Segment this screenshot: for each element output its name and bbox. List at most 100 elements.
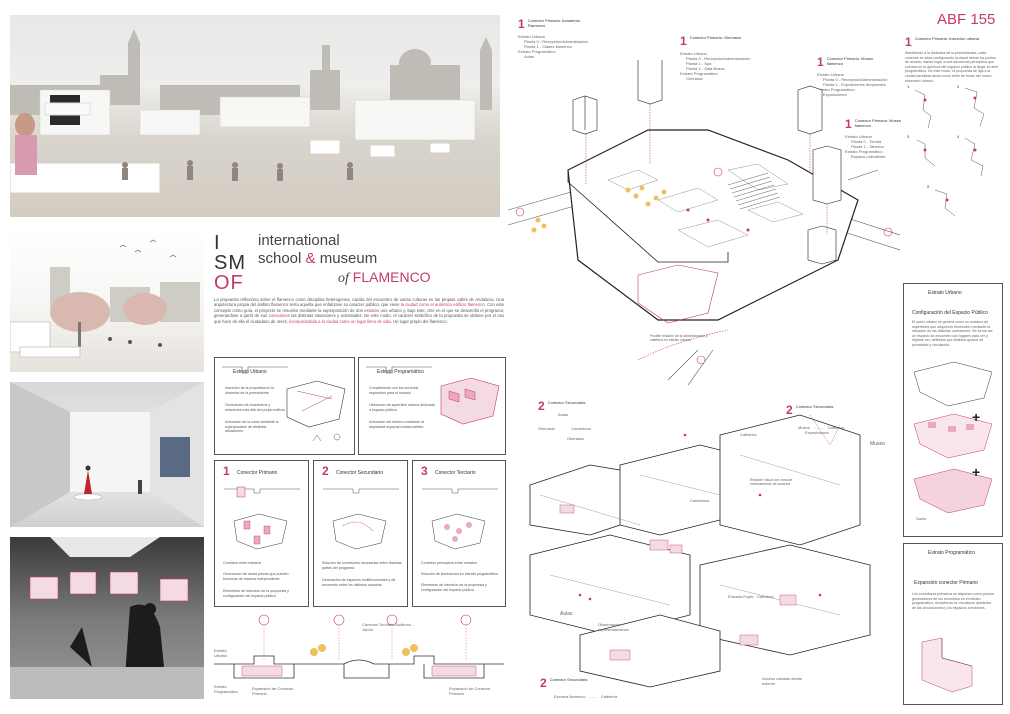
top-conector-1-num: 1: [518, 17, 525, 31]
estrato-programatico-box: Estrato Programático Cumplimiento con lo…: [358, 357, 506, 455]
insercion-text: Atendiendo a la dinámica de la preexiste…: [905, 51, 998, 83]
top-conector-3-title: 1 Conector Primario: Museo flamenco: [817, 56, 897, 68]
render-tree-plaza: [10, 227, 204, 372]
svg-text:3: 3: [907, 134, 910, 139]
intro-p2d: Un lugar propio del flamenco.: [393, 318, 448, 324]
right-panel-urbano-title: Estrato Urbano: [928, 290, 962, 296]
logo-line-2: SM: [214, 252, 246, 274]
title-of: of: [338, 271, 349, 286]
insercion-num: 1: [905, 35, 912, 49]
right-panel-programatico-subtitle: Expansión conector Primario: [914, 580, 978, 586]
conector-secundario-title: Conector Secundario: [336, 470, 383, 476]
intro-p1-highlight: la ciudad como el auténtico edificio fla…: [400, 302, 486, 308]
estrato-urbano-item-3: Activación de la zona mediante la superp…: [225, 420, 279, 434]
tree-plaza-illustration: [10, 239, 200, 358]
plan-label-observacion: Observación representaciones: [598, 622, 629, 632]
right-panel-urbano-diagrams: [913, 361, 993, 514]
top-conector-4-title: 1 Conector Primario: Museo flamenco: [845, 118, 907, 130]
top-conector-4-num: 1: [845, 117, 852, 131]
conector-terciario-diagram: [422, 488, 498, 550]
conector-terciario-title: Conector Terciario: [435, 470, 476, 476]
conector-secundario-num: 2: [322, 464, 329, 478]
secundario-3-title: Conector Secundario:: [549, 677, 589, 682]
secundario-3-arrow: - - -: [590, 694, 597, 699]
top-conector-2-item-4: Planta 2 - Sala fitness: [686, 66, 725, 71]
intro-p2-highlight-2: conexiones: [268, 313, 290, 319]
title-museum: museum: [319, 250, 378, 267]
conector-secundario-item-2: Generación de espacios multifuncionales …: [322, 578, 396, 587]
top-conector-1-item-2: Planta 0 - Recepción/Administración: [524, 39, 589, 44]
section-label-programatico: Estrato Programático: [214, 684, 238, 694]
insercion-title-row: 1 Conector Primario: Inserción urbana: [905, 36, 1000, 48]
conector-primario-box: 1 Conector Primario Conexión entre estra…: [214, 460, 309, 607]
top-conector-2-title: 1 Conector Primario: Gimnasio: [680, 35, 760, 47]
estrato-programatico-item-2: Liberación de superficie urbana dedicada…: [369, 403, 435, 412]
secundario-2-a: Museo: [798, 425, 811, 430]
conector-primario-item-2: Generación de varias piezas que pueden f…: [223, 572, 289, 581]
render-exhibition-hall: [10, 537, 204, 699]
top-conector-2: 1 Conector Primario: Gimnasio Estrato Ur…: [680, 35, 760, 81]
top-conector-2-label: Conector Primario: Gimnasio: [689, 35, 742, 40]
plan-label-cafeteria: Cafetería: [740, 432, 757, 437]
intro-p2-highlight-3: incorporándola a la ciudad como un lugar…: [289, 318, 392, 324]
plan-label-museo: Museo: [870, 441, 886, 447]
exhibition-hall-illustration: [10, 537, 204, 699]
estrato-programatico-item-3: Activación del entorno mediante la dupli…: [369, 420, 424, 429]
secundario-3-title-row: 2 Conector Secundario:: [540, 677, 650, 689]
secundario-3: 2 Conector Secundario: Escuela flamenco …: [540, 677, 650, 703]
plus-sign-1: +: [972, 409, 981, 425]
secundario-2-b: Cafetería: [827, 425, 845, 430]
top-conector-2-item-1: Estrato Urbano: [680, 51, 707, 56]
secundario-1-title-row: 2 Conector Secundario:: [538, 400, 628, 412]
top-conector-3-item-2: Planta 0 - Recepción/Administración: [823, 77, 888, 82]
top-conector-1: 1 Conector Primario: Academia Flamenco E…: [518, 18, 598, 59]
estrato-urbano-title: Estrato Urbano: [233, 369, 267, 375]
conector-secundario-diagram: [323, 488, 399, 550]
title-flamenco: FLAMENCO: [352, 269, 431, 285]
plaza-illustration: [10, 29, 492, 194]
top-conector-1-item-3: Planta 1 - Clases flamenco: [524, 44, 572, 49]
top-conector-2-item-2: Planta 0 - Recepción/Administración: [686, 56, 751, 61]
secundario-1-c: Camerinos: [571, 426, 591, 431]
right-panel-urbano: Estrato Urbano Configuración del Espacio…: [903, 283, 1003, 537]
estrato-urbano-diagram: [222, 366, 346, 442]
plus-sign-2: +: [972, 464, 981, 480]
secundario-1-num: 2: [538, 399, 545, 413]
title-line-3: of FLAMENCO: [258, 268, 488, 288]
section-svg: [214, 614, 504, 679]
conector-secundario-item-1: Solución de conexiones necesarias entre …: [322, 561, 402, 570]
plan-label-entrada: Entrada-Foyer - Cafetería: [728, 594, 774, 599]
secundario-3-flow: Escuela flamenco - - - Cafetería: [540, 685, 650, 703]
svg-text:5: 5: [927, 184, 930, 189]
secundario-3-a: Escuela flamenco: [554, 694, 586, 699]
top-conector-3-item-5: Exposiciones: [823, 92, 847, 97]
secundario-1-a: Aulas: [558, 412, 569, 417]
section-label-conector1: Expansión de Conector Primario: [252, 686, 294, 696]
section-label-expansion: Expansión de Conector Primario: [449, 686, 491, 696]
top-conector-3-num: 1: [817, 55, 824, 69]
title-line-2: school & museum: [258, 250, 488, 268]
secundario-2-arrow: - - - -: [814, 425, 824, 430]
intro-p2c: las distintas situaciones y actividades.…: [214, 313, 504, 324]
top-conector-3-item-4: Estrato Programático: [817, 87, 855, 92]
secundario-1-title: Conector Secundario:: [547, 400, 587, 405]
top-conector-1-title: 1 Conector Primario: Academia Flamenco: [518, 18, 598, 30]
conector-primario-item-3: Elementos de inserción de la propuesta y…: [223, 589, 289, 598]
right-panel-urbano-subtitle: Configuración del Espacio Público: [912, 310, 988, 316]
title-line-1: international: [258, 232, 340, 249]
top-conector-2-item-6: Gimnasio: [686, 76, 703, 81]
render-museum-interior: [10, 382, 204, 527]
top-conector-3: 1 Conector Primario: Museo flamenco Estr…: [817, 56, 897, 97]
svg-text:4: 4: [957, 134, 960, 139]
estrato-programatico-title: Estrato Programático: [377, 369, 424, 375]
svg-text:1: 1: [907, 84, 910, 89]
top-conector-4-item-5: Espacio polivalente: [851, 154, 886, 159]
plan-label-acceso: Acceso cabalas desde exterior: [762, 676, 803, 686]
secundario-3-num: 2: [540, 676, 547, 690]
section-label-urbano: Estrato Urbano: [214, 648, 228, 658]
secundario-2-flow: Museo - - - - Cafetería: [786, 416, 876, 434]
top-conector-3-item-1: Estrato Urbano: [817, 72, 844, 77]
top-conector-4-item-4: Estrato Programático: [845, 149, 883, 154]
right-panel-programatico-text: Los conectores primarios se disponen com…: [912, 592, 995, 610]
